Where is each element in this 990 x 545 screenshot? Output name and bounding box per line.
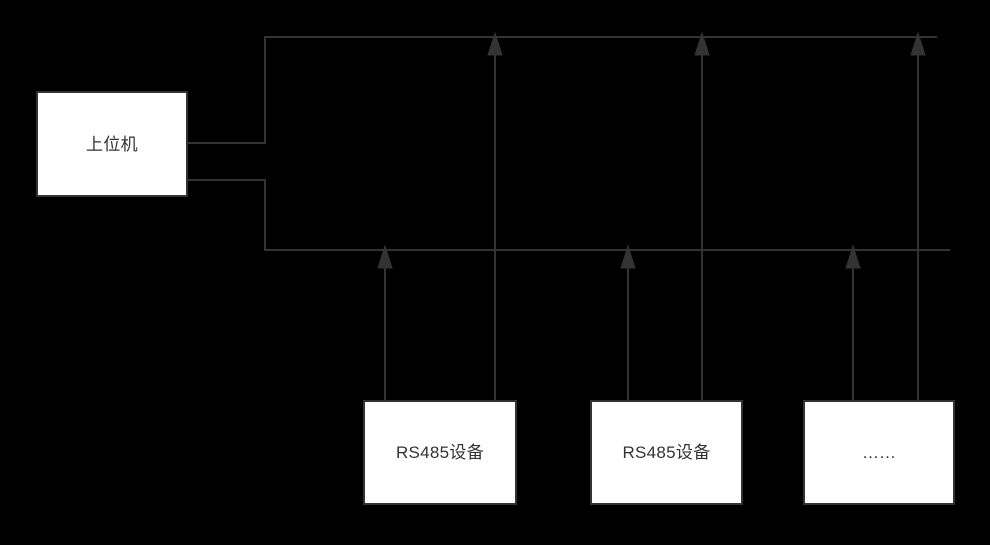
- node-device-more[interactable]: ……: [803, 400, 955, 505]
- node-device-1-label: RS485设备: [395, 443, 485, 462]
- connector-host-to-bottom-bus: [188, 179, 950, 251]
- node-device-2-label: RS485设备: [622, 443, 711, 462]
- arrow-head-device2-long: [694, 31, 710, 56]
- arrow-head-device3-short: [845, 244, 861, 269]
- node-host-label: 上位机: [86, 134, 138, 154]
- arrow-head-device1-short: [377, 244, 393, 269]
- node-device-2[interactable]: RS485设备: [590, 400, 743, 505]
- arrow-head-device3-long: [910, 31, 926, 56]
- node-device-more-label: ……: [862, 443, 896, 462]
- arrow-head-device1-long: [487, 31, 503, 56]
- node-device-1[interactable]: RS485设备: [363, 400, 517, 505]
- arrow-head-device2-short: [620, 244, 636, 269]
- node-host[interactable]: 上位机: [36, 91, 188, 197]
- connector-host-to-top-bus: [188, 36, 937, 144]
